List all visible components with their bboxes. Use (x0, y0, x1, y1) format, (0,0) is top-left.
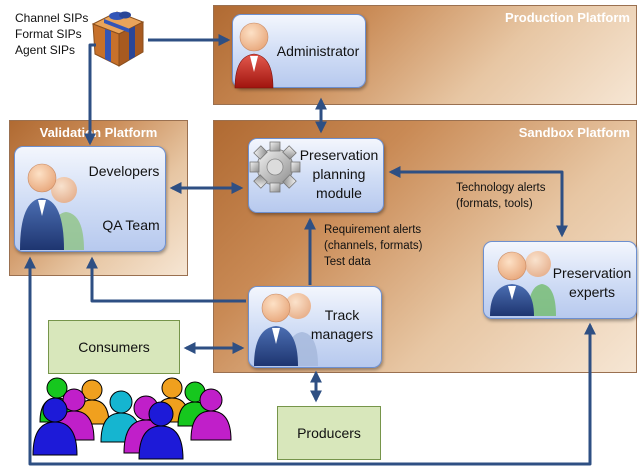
technology-alerts-annotation: Technology alerts (formats, tools) (456, 180, 546, 212)
gear-icon (249, 141, 301, 193)
track-label-line-2: managers (310, 326, 374, 342)
technology-alerts-line-2: (formats, tools) (456, 198, 533, 210)
planning-label-line-3: module (316, 185, 362, 201)
requirement-alerts-annotation: Requirement alerts (channels, formats) T… (324, 222, 422, 270)
production-platform-title: Production Platform (505, 10, 630, 25)
sip-labels: Channel SIPs Format SIPs Agent SIPs (15, 10, 88, 58)
requirement-alerts-line-1: Requirement alerts (324, 224, 422, 236)
developers-label: Developers (88, 163, 160, 179)
planning-label-line-1: Preservation (299, 147, 379, 163)
planning-label-line-2: planning (312, 166, 366, 182)
developers-group-icon (20, 163, 84, 250)
preservation-planning-label: Preservation planning module (296, 146, 382, 203)
sandbox-platform-title: Sandbox Platform (518, 125, 630, 140)
arrow-sips-to-developers (84, 43, 96, 146)
experts-label-line-1: Preservation (552, 265, 632, 281)
administrator-label: Administrator (276, 43, 360, 59)
experts-label-line-2: experts (569, 284, 615, 300)
crowd-icon (32, 377, 232, 460)
arrow-bottom-loop (24, 256, 596, 466)
qa-team-label: QA Team (102, 217, 160, 233)
arrow-track-to-developers (86, 256, 246, 303)
channel-sips-label: Channel SIPs (15, 11, 89, 25)
administrator-person-icon (234, 22, 274, 89)
arrow-planning-experts (388, 166, 568, 238)
validation-platform-title: Validation Platform (39, 125, 158, 140)
track-managers-label: Track managers (306, 306, 378, 344)
requirement-alerts-line-3: Test data (324, 256, 371, 268)
requirement-alerts-line-2: (channels, formats) (324, 240, 423, 252)
producers-box: Producers (277, 406, 381, 460)
format-sips-label: Format SIPs (15, 27, 82, 41)
track-label-line-1: Track (324, 307, 360, 323)
preservation-experts-label: Preservation experts (546, 264, 638, 302)
agent-sips-label: Agent SIPs (15, 43, 76, 57)
technology-alerts-line-1: Technology alerts (456, 182, 546, 194)
